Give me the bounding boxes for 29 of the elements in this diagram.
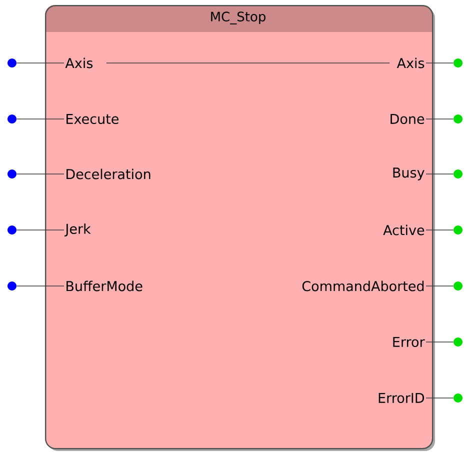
pin-line bbox=[426, 62, 454, 64]
input-label: Axis bbox=[65, 58, 93, 68]
input-label: Jerk bbox=[64, 224, 91, 236]
connection-line bbox=[106, 62, 390, 64]
pin-dot bbox=[454, 338, 462, 346]
pin-dot bbox=[454, 394, 462, 402]
output-label: Active bbox=[383, 224, 424, 236]
input-label: Deceleration bbox=[66, 168, 150, 180]
output-label: Axis bbox=[396, 58, 424, 68]
pin-dot bbox=[454, 114, 462, 124]
pin-line bbox=[16, 62, 64, 64]
output-label: ErrorID bbox=[378, 392, 424, 404]
pin-dot bbox=[8, 282, 16, 290]
output-label: Error bbox=[393, 336, 425, 348]
output-label: Busy bbox=[393, 168, 424, 180]
pin-dot bbox=[8, 58, 16, 68]
output-label: CommandAborted bbox=[302, 280, 424, 292]
pin-dot bbox=[454, 170, 462, 178]
pin-dot bbox=[8, 170, 16, 178]
pin-dot bbox=[8, 226, 16, 234]
pin-line bbox=[16, 118, 64, 120]
pin-dot bbox=[8, 114, 16, 124]
pin-line bbox=[426, 118, 454, 120]
pin-dot bbox=[454, 282, 462, 290]
pin-dot bbox=[454, 58, 462, 68]
pin-dot bbox=[454, 226, 462, 234]
input-label: Execute bbox=[66, 114, 118, 124]
input-label: BufferMode bbox=[66, 280, 142, 292]
output-label: Done bbox=[390, 114, 424, 124]
